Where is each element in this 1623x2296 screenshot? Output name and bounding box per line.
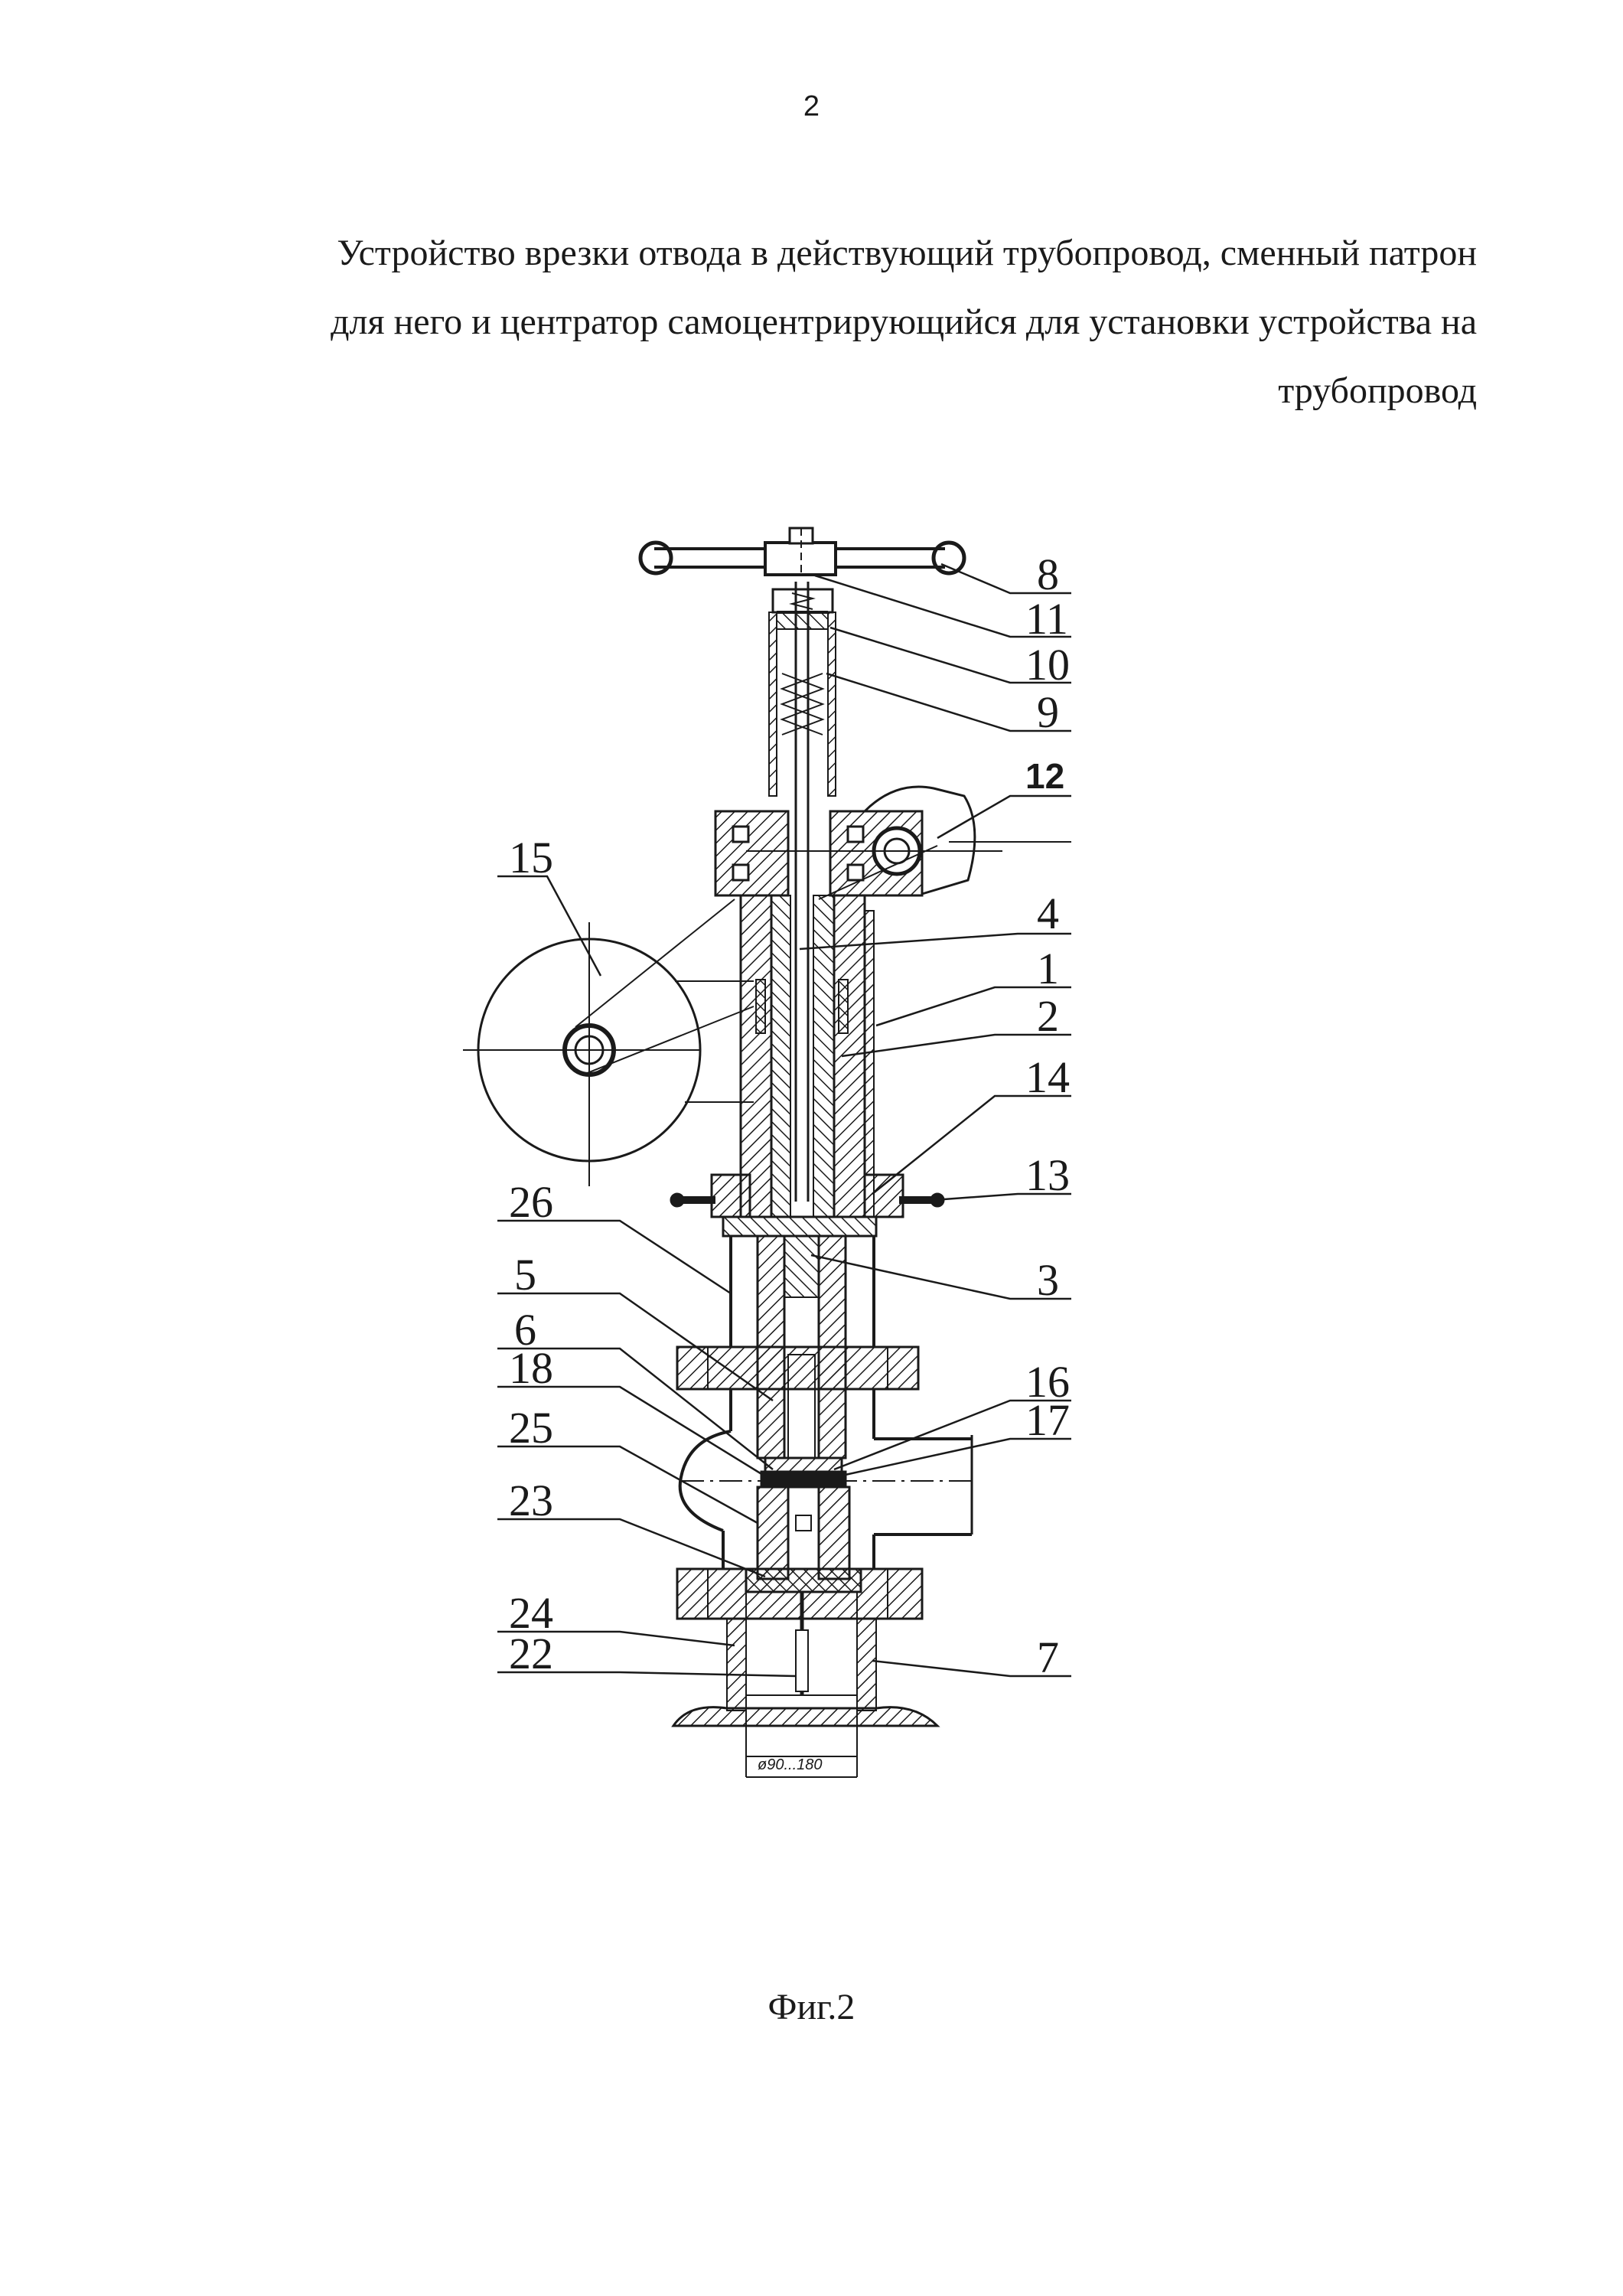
callout-24: 24 <box>509 1588 553 1638</box>
gearbox-12 <box>714 785 1071 900</box>
callout-23: 23 <box>509 1476 553 1525</box>
lower-flange <box>671 1567 940 1772</box>
upper-spindle-housing <box>768 582 836 1202</box>
main-body <box>710 894 904 1218</box>
callout-1: 1 <box>1037 944 1059 993</box>
leader-lines-right <box>799 563 1071 1678</box>
callout-3: 3 <box>1037 1255 1059 1305</box>
callout-15: 15 <box>509 833 553 882</box>
callout-6: 6 <box>514 1305 536 1355</box>
callout-14: 14 <box>1025 1052 1070 1102</box>
callout-9: 9 <box>1037 687 1059 737</box>
lower-housing <box>676 1215 920 1459</box>
title-line-3: трубопровод <box>1278 370 1477 411</box>
callout-7: 7 <box>1037 1632 1059 1682</box>
page-number: 2 <box>803 90 820 122</box>
callout-26: 26 <box>509 1177 553 1227</box>
callout-13: 13 <box>1025 1150 1070 1200</box>
dimension-label: ø90...180 <box>758 1756 823 1773</box>
motor-15 <box>463 899 754 1186</box>
callout-25: 25 <box>509 1403 553 1453</box>
handwheel <box>638 527 966 576</box>
callout-2: 2 <box>1037 991 1059 1041</box>
callout-5: 5 <box>514 1250 536 1300</box>
callout-4: 4 <box>1037 889 1059 938</box>
callout-12: 12 <box>1025 756 1064 796</box>
dimension-line <box>745 1737 858 1778</box>
callout-16: 16 <box>1025 1357 1070 1407</box>
callout-22: 22 <box>509 1629 553 1678</box>
callout-labels: 8 11 10 9 12 4 1 2 14 13 3 16 17 7 15 26… <box>509 550 1070 1773</box>
callout-11: 11 <box>1025 594 1068 644</box>
document-title: Устройство врезки отвода в действующий т… <box>275 219 1477 426</box>
title-line-2: для него и центратор самоцентрирующийся … <box>331 302 1477 342</box>
callout-10: 10 <box>1025 640 1070 690</box>
figure-caption: Фиг.2 <box>768 1987 855 2027</box>
leader-lines-left <box>497 875 797 1678</box>
callout-8: 8 <box>1037 550 1059 599</box>
callout-17: 17 <box>1025 1395 1070 1445</box>
title-line-1: Устройство врезки отвода в действующий т… <box>337 233 1477 273</box>
callout-18: 18 <box>509 1343 553 1393</box>
